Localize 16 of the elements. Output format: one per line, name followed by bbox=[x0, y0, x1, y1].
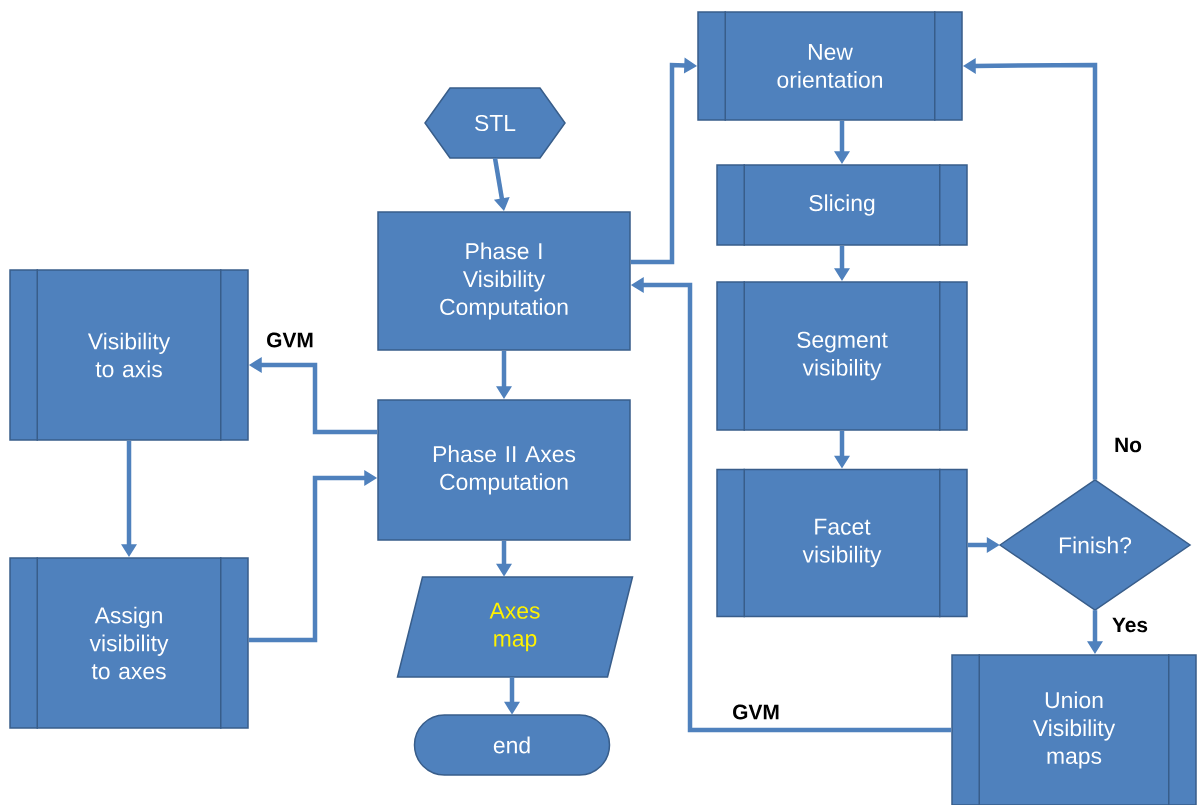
subprocess-box: Visibility to axis bbox=[9, 268, 249, 442]
preparation-hexagon: STL bbox=[424, 87, 566, 159]
subprocess-box: Segment visibility bbox=[716, 280, 968, 432]
subprocess-box: Slicing bbox=[716, 163, 968, 247]
process-box: Phase I Visibility Computation bbox=[377, 211, 631, 351]
edge-label: No bbox=[1115, 437, 1142, 453]
data-parallelogram: Axes map bbox=[396, 576, 634, 678]
edge-label: Yes bbox=[1112, 617, 1148, 633]
subprocess-box: Union Visibility maps bbox=[951, 653, 1197, 805]
terminator-box: end bbox=[413, 714, 611, 776]
subprocess-box: Facet visibility bbox=[716, 468, 968, 618]
edge-label: GVM bbox=[733, 704, 779, 720]
subprocess-box: Assign visibility to axes bbox=[9, 556, 249, 730]
edge-label: GVM bbox=[267, 332, 313, 348]
subprocess-box: New orientation bbox=[697, 10, 963, 122]
process-box: Phase II Axes Computation bbox=[377, 399, 631, 541]
